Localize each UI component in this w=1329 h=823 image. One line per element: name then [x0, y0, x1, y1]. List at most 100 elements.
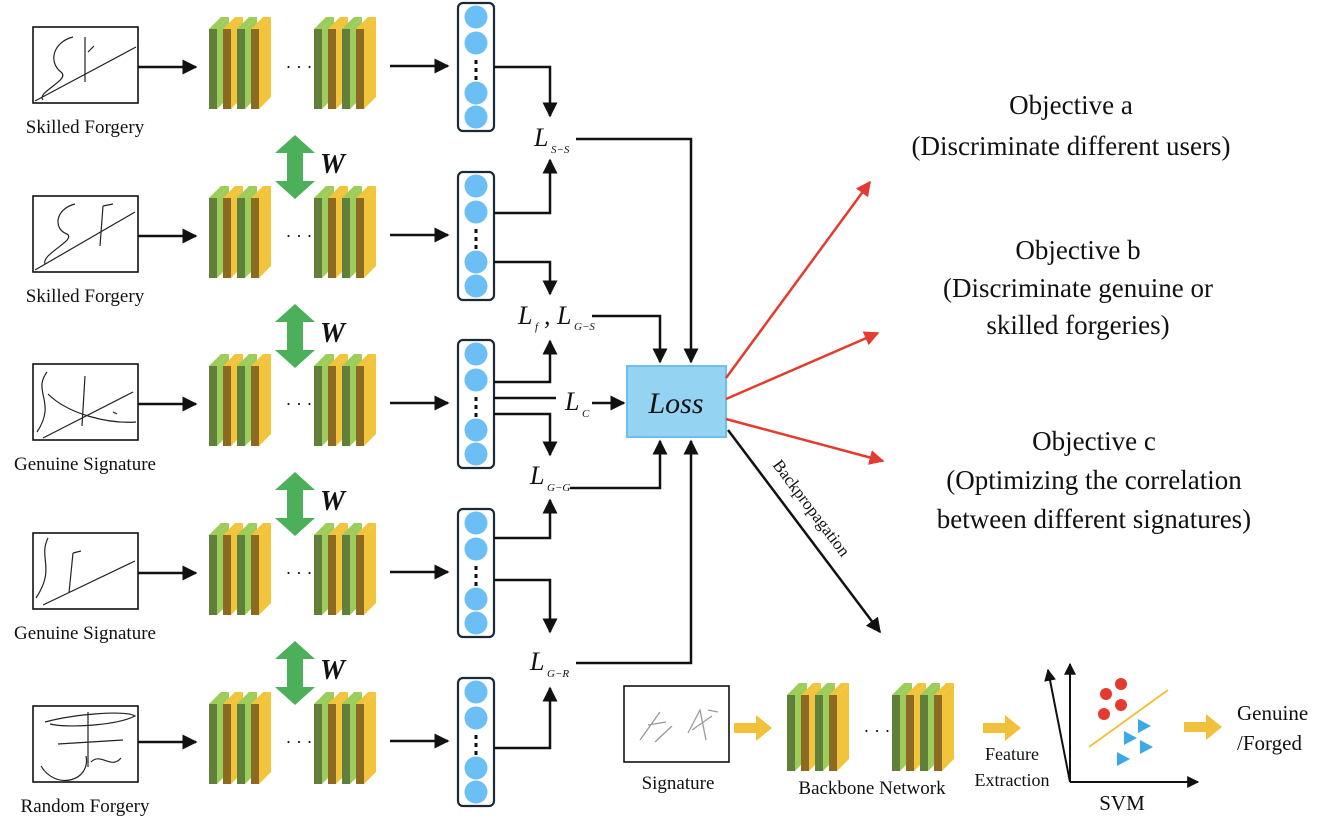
loss-ss-subscript: S−S	[551, 144, 570, 156]
conv-block-end	[892, 683, 954, 771]
arrow-svm-to-output	[1184, 714, 1222, 740]
conn-lgr-loss	[576, 439, 699, 665]
loss-gg-subscript: G−G	[547, 482, 570, 494]
feature-node	[464, 5, 488, 29]
arrow-to-objective-c	[725, 417, 885, 465]
shared-weight-label: W	[320, 486, 347, 517]
ellipsis: · · ·	[864, 721, 891, 741]
loss-c-subscript: C	[582, 408, 590, 420]
objective-a-title: Objective a	[1009, 90, 1133, 120]
shared-weights: W	[275, 472, 347, 536]
conn-row4-lgr	[494, 578, 558, 634]
ellipsis-dot	[474, 397, 478, 401]
row-label: Random Forgery	[21, 796, 150, 817]
output-label-1: Genuine	[1237, 701, 1308, 725]
feature-node	[464, 200, 488, 224]
conv-block-start	[209, 692, 271, 784]
ellipsis: · · ·	[286, 226, 313, 246]
feature-vector	[456, 507, 496, 639]
loss-gr-subscript: G−R	[547, 668, 569, 680]
svm-point-blue	[1140, 740, 1153, 754]
svm-point-blue	[1117, 752, 1130, 766]
loss-gr-symbol: L	[529, 647, 544, 676]
loss-term-c: L C	[564, 387, 590, 420]
ellipsis-dot	[474, 743, 478, 747]
feature-node	[464, 611, 488, 635]
svm-z-axis	[1044, 668, 1071, 783]
conn-lgg-loss	[570, 439, 668, 490]
inference-pipeline: Signature · · · Backbone Network Feature…	[623, 662, 1308, 815]
objective-c-desc-1: (Optimizing the correlation	[946, 465, 1242, 495]
ellipsis-dot	[474, 60, 478, 64]
loss-gs-symbol: L	[556, 301, 571, 330]
ellipsis-dot	[474, 574, 478, 578]
siamese-network: · · ·	[209, 17, 376, 109]
output-label-2: /Forged	[1237, 731, 1302, 755]
conn-lss-loss	[576, 137, 699, 364]
ellipsis-dot	[474, 405, 478, 409]
feature-node	[464, 250, 488, 274]
svm-point-blue	[1124, 731, 1137, 745]
objective-b-desc-2: skilled forgeries)	[986, 310, 1169, 340]
conv-block-start	[209, 354, 271, 446]
shared-weights: W	[275, 304, 347, 368]
ellipsis-dot	[474, 229, 478, 233]
input-row: Genuine Signature· · ·	[14, 507, 496, 644]
ellipsis-dot	[474, 68, 478, 72]
loss-term-f-gs: L f , L G−S	[517, 301, 595, 333]
input-row: Skilled Forgery · · ·	[26, 170, 496, 307]
feature-node	[464, 31, 488, 55]
loss-term-ss: L S−S	[533, 123, 570, 156]
double-arrow-icon	[275, 304, 315, 368]
ellipsis: · · ·	[286, 732, 313, 752]
loss-box: Loss	[626, 365, 727, 438]
feature-vector	[456, 338, 496, 470]
row-label: Skilled Forgery	[26, 286, 145, 307]
conv-block-start	[787, 683, 849, 771]
arrow-backbone-to-svm	[983, 715, 1021, 741]
feature-node	[464, 680, 488, 704]
arrow-to-objective-a	[724, 180, 872, 379]
feature-node	[464, 105, 488, 129]
loss-gg-symbol: L	[529, 461, 544, 490]
conv-block-start	[209, 17, 271, 109]
svm-plot: SVM	[1044, 662, 1200, 815]
signature-image	[32, 532, 139, 610]
conn-row2-lf	[494, 260, 558, 296]
feature-node	[464, 274, 488, 298]
ellipsis-dot	[474, 237, 478, 241]
backbone-network: · · ·	[787, 683, 954, 771]
svm-point-blue	[1138, 719, 1151, 733]
objective-c: Objective c (Optimizing the correlation …	[937, 426, 1251, 534]
svm-decision-boundary	[1088, 689, 1169, 748]
input-row: Genuine Signature· · ·	[14, 338, 496, 475]
conn-lgs-loss	[592, 314, 668, 364]
shared-weight-label: W	[320, 318, 347, 349]
conv-block-end	[314, 17, 376, 109]
feature-node	[464, 587, 488, 611]
loss-term-gr: L G−R	[529, 647, 569, 680]
ellipsis-dot	[474, 735, 478, 739]
svm-point-red	[1115, 678, 1127, 690]
signature-image	[32, 363, 139, 441]
loss-gs-subscript: G−S	[574, 321, 595, 333]
feature-node	[464, 511, 488, 535]
objective-arrows	[724, 180, 885, 465]
conv-block-end	[314, 354, 376, 446]
signature-stroke	[35, 537, 136, 606]
objective-a: Objective a (Discriminate different user…	[912, 90, 1231, 161]
signature-label: Signature	[642, 773, 715, 794]
feature-extraction-label-1: Feature	[985, 744, 1039, 764]
objective-c-title: Objective c	[1032, 426, 1156, 456]
objective-b-title: Objective b	[1015, 235, 1140, 265]
loss-box-label: Loss	[647, 387, 703, 420]
objective-c-desc-2: between different signatures)	[937, 504, 1251, 534]
ellipsis: · · ·	[286, 394, 313, 414]
siamese-network: · · ·	[209, 186, 376, 278]
double-arrow-icon	[275, 135, 315, 199]
loss-f-symbol: L	[517, 301, 532, 330]
row-label: Skilled Forgery	[26, 117, 145, 138]
feature-node	[464, 342, 488, 366]
siamese-network: · · ·	[209, 523, 376, 615]
